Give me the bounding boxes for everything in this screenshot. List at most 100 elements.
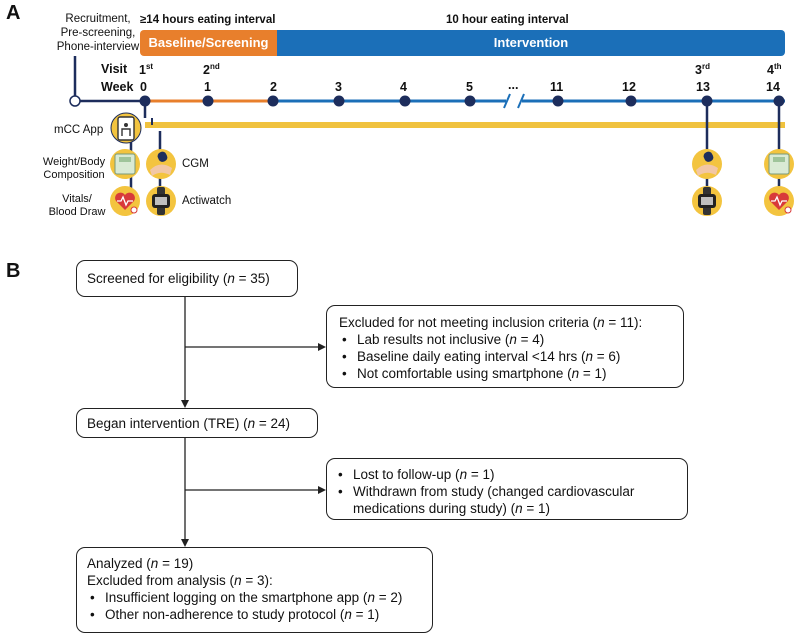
visit-number: 4 bbox=[767, 63, 774, 78]
item-count: = 1) bbox=[579, 366, 607, 381]
intervention-interval-label: 10 hour eating interval bbox=[446, 14, 569, 26]
baseline-screening-bar: Baseline/Screening bbox=[140, 30, 277, 56]
item-count: = 1) bbox=[351, 607, 380, 622]
arrowhead bbox=[318, 486, 326, 494]
vitals-heart-icon bbox=[110, 186, 140, 216]
phone-interview-line: Phone-interview bbox=[56, 41, 140, 53]
visit-number: 3 bbox=[695, 63, 702, 78]
recruitment-label: Recruitment, Pre-screening, Phone-interv… bbox=[42, 12, 154, 54]
n-symbol: n bbox=[344, 607, 352, 622]
item-count: = 1) bbox=[522, 501, 550, 516]
excluded-analysis-count: = 3): bbox=[241, 573, 273, 588]
arrowhead bbox=[181, 400, 189, 408]
cgm-sensor-icon bbox=[692, 149, 722, 179]
prescreening-line: Pre-screening, bbox=[60, 27, 136, 39]
visit-number: 2 bbox=[203, 63, 210, 78]
n-symbol: n bbox=[515, 501, 523, 516]
week-row-label: Week bbox=[101, 80, 134, 94]
week-label: 13 bbox=[696, 80, 710, 94]
n-symbol: n bbox=[597, 315, 605, 330]
weight-body-composition-label: Weight/Body Composition bbox=[38, 156, 110, 182]
week-node bbox=[552, 95, 564, 107]
item-text: Lost to follow-up ( bbox=[353, 467, 460, 482]
week-node bbox=[625, 95, 637, 107]
panel-a-letter: A bbox=[6, 2, 21, 24]
arrowhead bbox=[181, 539, 189, 547]
n-symbol: n bbox=[227, 271, 235, 286]
vitals-heart-icon bbox=[764, 186, 794, 216]
week-node bbox=[701, 95, 713, 107]
recruitment-node bbox=[69, 95, 81, 107]
excluded-title-text: Excluded for not meeting inclusion crite… bbox=[339, 315, 598, 330]
list-item: Baseline daily eating interval <14 hrs (… bbox=[339, 348, 675, 365]
baseline-interval-label: ≥14 hours eating interval bbox=[140, 14, 276, 26]
n-symbol: n bbox=[234, 573, 242, 588]
item-text: Insufficient logging on the smartphone a… bbox=[105, 590, 368, 605]
visit-ordinal: th bbox=[773, 62, 782, 71]
actiwatch-icon bbox=[692, 186, 722, 216]
arrowhead bbox=[318, 343, 326, 351]
vitals-blood-draw-label: Vitals/ Blood Draw bbox=[44, 193, 110, 219]
actiwatch-icon bbox=[146, 186, 176, 216]
item-count: = 6) bbox=[593, 349, 621, 364]
visit-ordinal: st bbox=[145, 62, 154, 71]
excluded-analysis-text: Excluded from analysis ( bbox=[87, 573, 235, 588]
week-node bbox=[399, 95, 411, 107]
item-text: Withdrawn from study (changed cardiovasc… bbox=[353, 484, 635, 516]
visit-ordinal: nd bbox=[209, 62, 220, 71]
list-item: Lost to follow-up (n = 1) bbox=[335, 466, 677, 483]
week-node bbox=[202, 95, 214, 107]
item-text: Baseline daily eating interval <14 hrs ( bbox=[357, 349, 586, 364]
visit-4-label: 4th bbox=[767, 62, 782, 77]
visit-number: 1 bbox=[139, 63, 146, 78]
week-label: 14 bbox=[766, 80, 780, 94]
n-symbol: n bbox=[585, 349, 594, 364]
week-node bbox=[139, 95, 151, 107]
visit-ordinal: rd bbox=[701, 62, 710, 71]
excluded-title-count: = 11): bbox=[604, 315, 643, 330]
visit-1-connector bbox=[137, 118, 153, 125]
blood-draw-line: Blood Draw bbox=[48, 206, 106, 218]
scale-icon bbox=[110, 149, 140, 179]
list-item: Insufficient logging on the smartphone a… bbox=[87, 589, 424, 606]
visit-1-label: 1st bbox=[139, 62, 153, 77]
began-intervention-box: Began intervention (TRE) (n = 24) bbox=[76, 408, 318, 438]
list-item: Lab results not inclusive (n = 4) bbox=[339, 331, 675, 348]
item-text: Other non-adherence to study protocol ( bbox=[105, 607, 345, 622]
composition-line: Composition bbox=[43, 169, 105, 181]
visit-3-label: 3rd bbox=[695, 62, 710, 77]
axis-break-mark bbox=[503, 93, 511, 109]
week-ellipsis: ... bbox=[508, 78, 519, 92]
item-count: = 4) bbox=[516, 332, 545, 347]
excluded-from-analysis-line: Excluded from analysis (n = 3): bbox=[87, 572, 424, 589]
week-node bbox=[464, 95, 476, 107]
screened-count: = 35) bbox=[234, 271, 270, 286]
visit-row-label: Visit bbox=[101, 62, 128, 76]
week-label: 4 bbox=[400, 80, 407, 94]
week-node bbox=[333, 95, 345, 107]
began-count: = 24) bbox=[255, 416, 290, 431]
lost-list: Lost to follow-up (n = 1) Withdrawn from… bbox=[335, 466, 677, 517]
list-item: Other non-adherence to study protocol (n… bbox=[87, 606, 424, 623]
n-symbol: n bbox=[247, 416, 256, 431]
mcc-app-label: mCC App bbox=[54, 124, 104, 136]
weight-line: Weight/Body bbox=[42, 156, 106, 168]
item-count: = 1) bbox=[467, 467, 495, 482]
n-symbol: n bbox=[571, 366, 580, 381]
recruitment-line: Recruitment, bbox=[65, 13, 131, 25]
intervention-bar: Intervention bbox=[277, 30, 785, 56]
week-label: 3 bbox=[335, 80, 342, 94]
analyzed-box: Analyzed (n = 19) Excluded from analysis… bbox=[76, 547, 433, 633]
list-item: Not comfortable using smartphone (n = 1) bbox=[339, 365, 675, 382]
excluded-list: Lab results not inclusive (n = 4) Baseli… bbox=[339, 331, 675, 382]
axis-break-mark bbox=[517, 93, 525, 109]
cgm-sensor-icon bbox=[146, 149, 176, 179]
lost-withdrawn-box: Lost to follow-up (n = 1) Withdrawn from… bbox=[326, 458, 688, 520]
week-label: 2 bbox=[270, 80, 277, 94]
vitals-line: Vitals/ bbox=[62, 193, 92, 205]
began-text: Began intervention (TRE) ( bbox=[87, 416, 248, 431]
analyzed-line: Analyzed (n = 19) bbox=[87, 555, 424, 572]
n-symbol: n bbox=[459, 467, 468, 482]
visit-2-label: 2nd bbox=[203, 62, 220, 77]
panel-b-letter: B bbox=[6, 260, 21, 282]
